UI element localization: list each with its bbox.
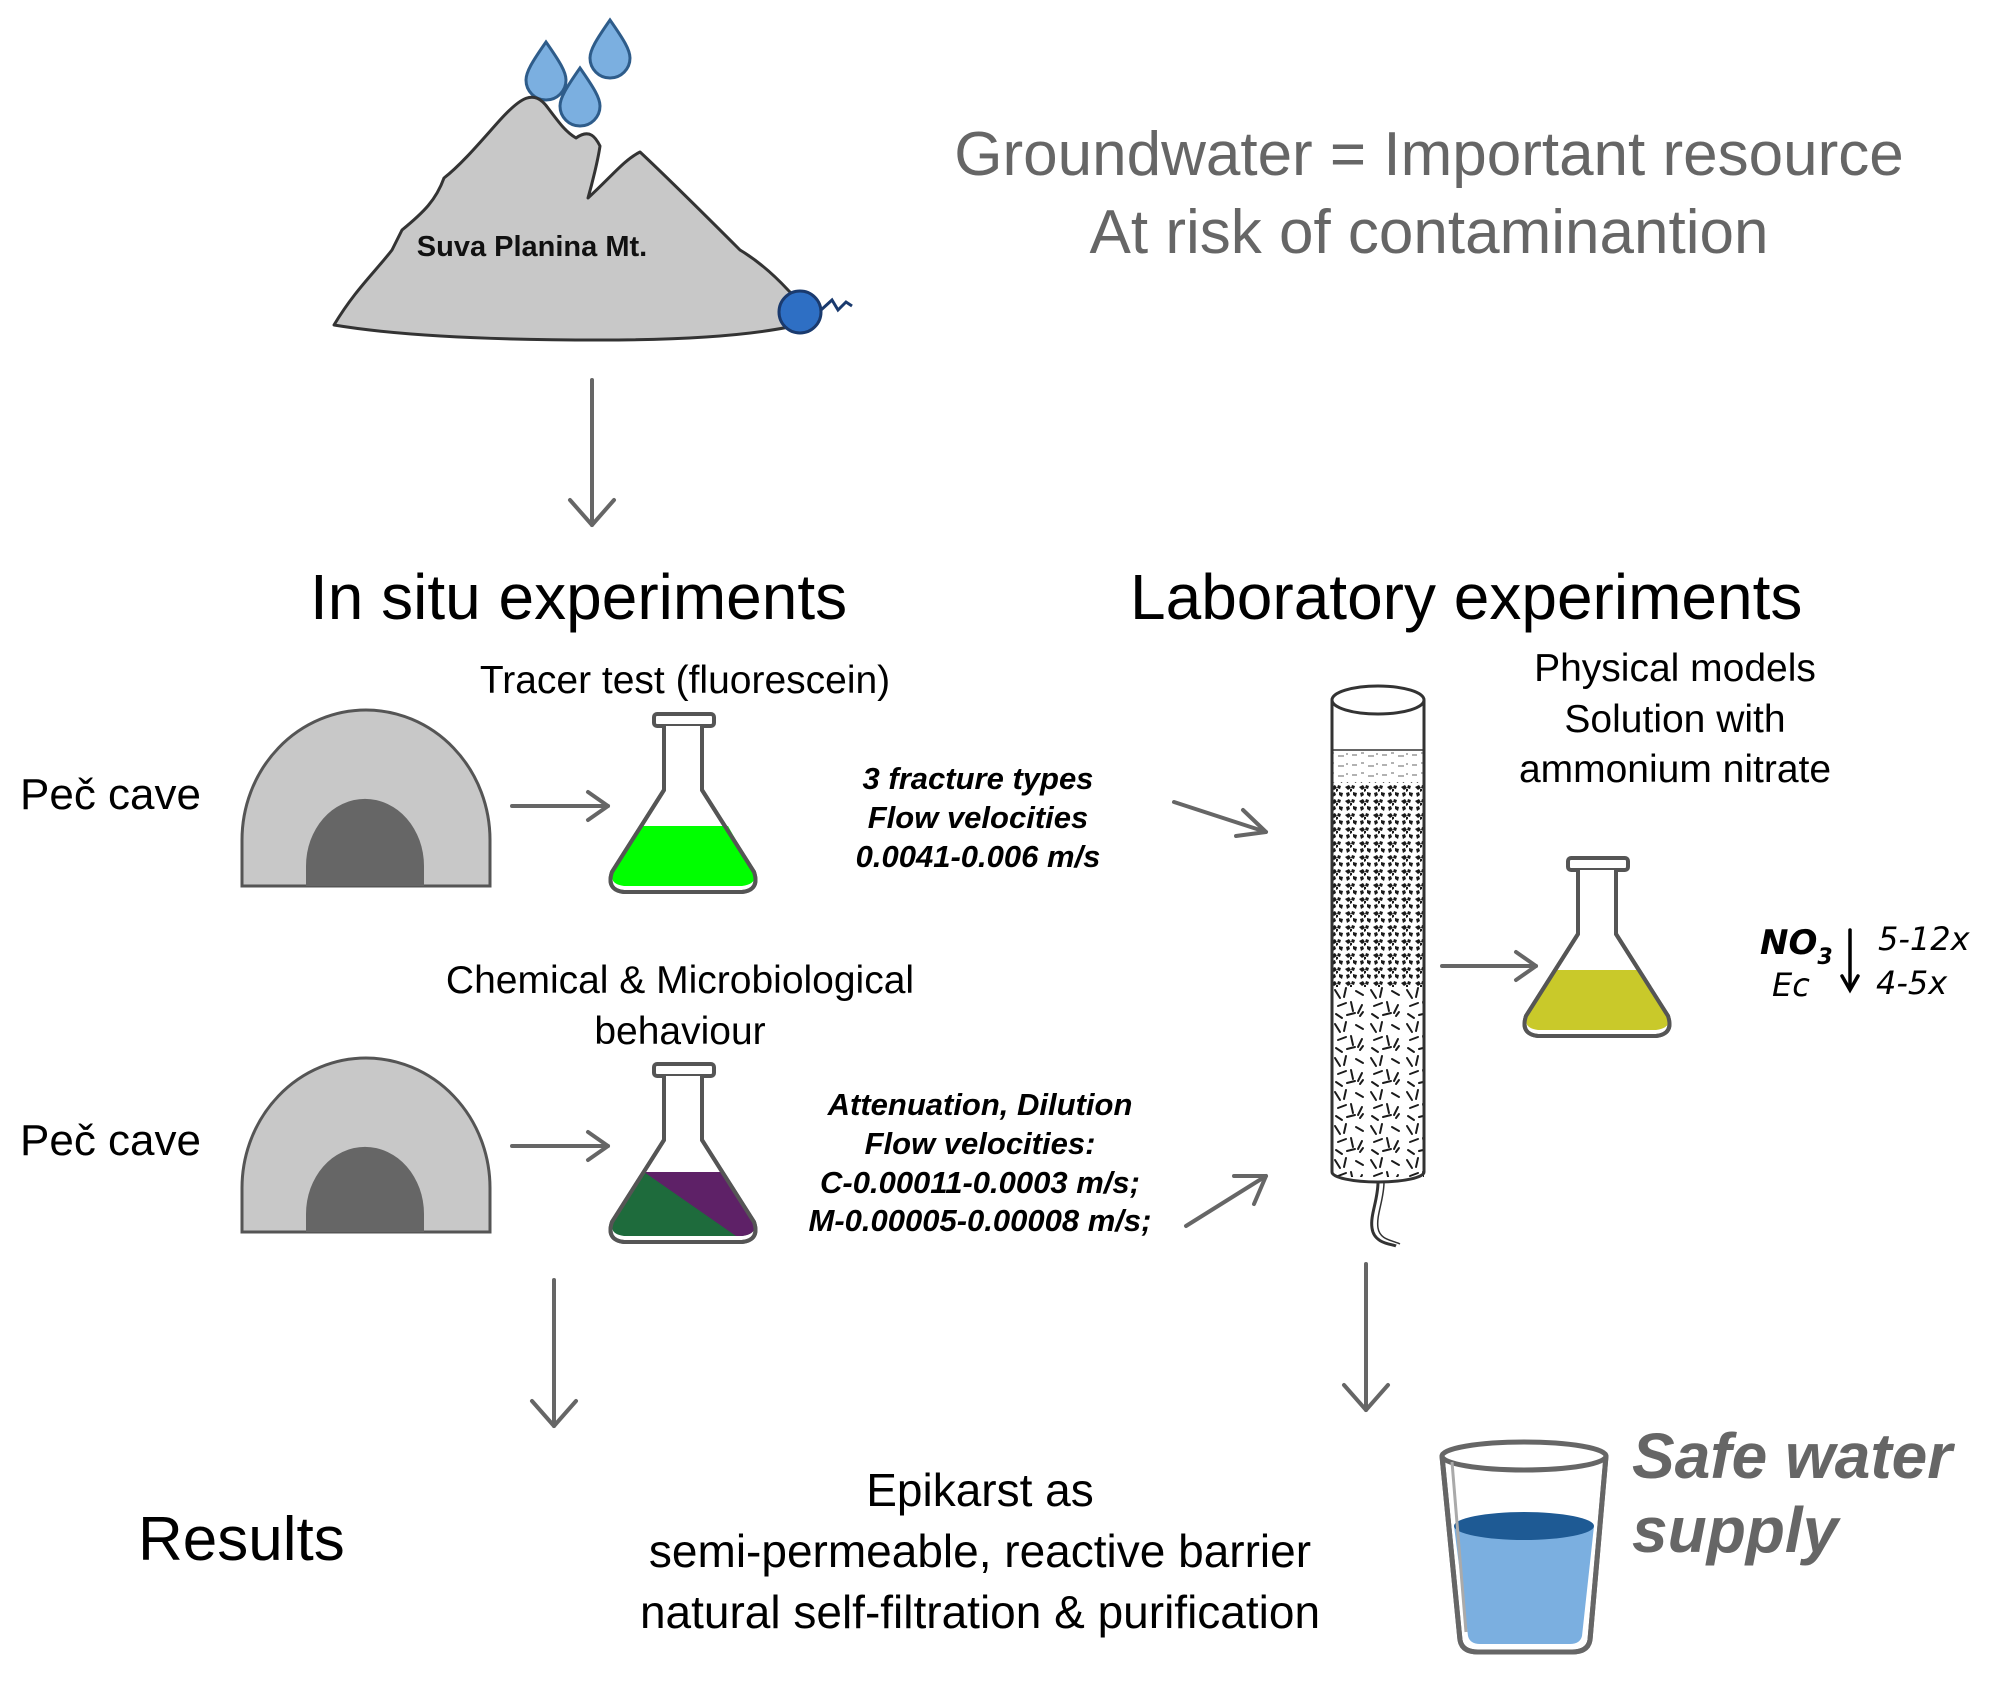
soil-column-icon [1330,684,1426,1248]
arrow-icon [1184,1174,1268,1228]
lab-title: Laboratory experiments [1130,561,1803,633]
cave-icon [240,708,492,888]
tracer-notes: 3 fracture types Flow velocities 0.0041-… [828,760,1128,876]
spring-icon [777,289,853,335]
conclusion-line-3: natural self-filtration & purification [639,1586,1321,1639]
chem-title-line-1: Chemical & Microbiological [445,959,915,1002]
mountain-icon [332,95,812,342]
tracer-note-2: Flow velocities [867,799,1089,835]
conclusion-line-2: semi-permeable, reactive barrier [648,1525,1312,1578]
no3-label: NO3 [1760,923,1833,970]
ec-label: Ec [1772,966,1810,1004]
chem-note-1: Attenuation, Dilution [827,1087,1133,1122]
results-label: Results [138,1505,345,1574]
raindrop-icon [524,39,568,102]
no3-value: 5-12x [1878,920,1971,958]
chem-title: Chemical & Microbiological behaviour [400,956,960,1057]
safe-water-line-2: supply [1632,1493,1839,1566]
flask-icon [608,1062,758,1244]
arrow-icon [530,1278,578,1428]
cave-label-1: Peč cave [20,770,201,819]
arrow-icon [1342,1262,1390,1412]
tracer-note-3: 0.0041-0.006 m/s [855,838,1101,874]
arrow-icon [568,378,616,527]
tracer-note-1: 3 fracture types [862,761,1094,796]
chem-notes: Attenuation, Dilution Flow velocities: C… [788,1086,1172,1241]
raindrop-icon [588,17,632,80]
arrow-down-icon [1840,928,1860,994]
chem-note-3: C-0.00011-0.0003 m/s; [820,1164,1140,1200]
flask-icon [1522,856,1672,1038]
raindrop-icon [558,65,602,128]
chem-note-4: M-0.00005-0.00008 m/s; [808,1203,1152,1239]
physical-models: Physical models Solution with ammonium n… [1460,644,1890,796]
header-line-1: Groundwater = Important resource [954,120,1904,189]
arrow-icon [1172,800,1268,838]
arrow-icon [510,1130,610,1162]
models-line-2: Solution with [1564,697,1786,741]
conclusion-line-1: Epikarst as [866,1464,1094,1516]
cave-label-2: Peč cave [20,1116,201,1165]
in-situ-title: In situ experiments [310,561,848,633]
water-glass-icon [1439,1439,1609,1655]
reduction-note: NO3 Ec 5-12x 4-5x [1760,920,1971,1004]
chem-note-2: Flow velocities: [864,1125,1096,1161]
header-line-2: At risk of contaminantion [1089,198,1769,267]
flask-icon [608,712,758,894]
tracer-title: Tracer test (fluorescein) [479,659,891,702]
arrow-icon [510,790,610,822]
cave-icon [240,1056,492,1234]
safe-water-title: Safe water supply [1632,1420,1952,1567]
ec-value: 4-5x [1876,964,1948,1002]
arrow-icon [1440,950,1538,982]
safe-water-line-1: Safe water [1632,1420,1953,1492]
conclusion: Epikarst as semi-permeable, reactive bar… [560,1460,1400,1644]
chem-title-line-2: behaviour [594,1009,766,1053]
mountain-label: Suva Planina Mt. [417,231,647,263]
models-line-3: ammonium nitrate [1518,748,1832,792]
models-line-1: Physical models [1534,647,1816,690]
